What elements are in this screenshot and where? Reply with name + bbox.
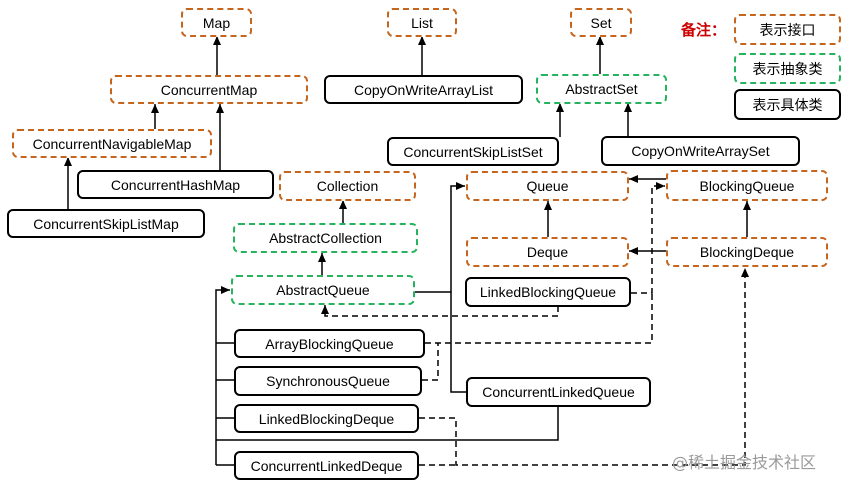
edge-arrayblocking-blockingqueue	[425, 293, 653, 344]
node-linked-blocking-deque: LinkedBlockingDeque	[234, 404, 419, 433]
node-concurrent-skip-list-map: ConcurrentSkipListMap	[7, 209, 205, 238]
node-concurrent-skip-list-set: ConcurrentSkipListSet	[387, 137, 559, 166]
edge-synchronous-blockingqueue	[422, 343, 439, 381]
node-linked-blocking-queue: LinkedBlockingQueue	[465, 277, 631, 307]
node-set: Set	[570, 8, 632, 37]
node-map: Map	[181, 8, 252, 37]
node-list: List	[387, 8, 457, 37]
node-synchronous-queue: SynchronousQueue	[234, 366, 422, 396]
edge-linkedqueue-queue	[450, 292, 466, 393]
node-copy-on-write-array-list: CopyOnWriteArrayList	[324, 75, 523, 104]
edge-linkedblockingdeque-blockingdeque	[419, 268, 749, 466]
legend-concrete: 表示具体类	[734, 89, 841, 120]
node-queue: Queue	[466, 171, 629, 201]
node-array-blocking-queue: ArrayBlockingQueue	[234, 329, 425, 358]
edge-linkedqueue-trunk	[216, 406, 559, 441]
edge-trunk-abstractqueue	[215, 286, 230, 465]
legend-interface: 表示接口	[734, 14, 841, 45]
node-abstract-queue: AbstractQueue	[231, 275, 415, 305]
edge-abstractqueue-queue	[415, 182, 465, 293]
watermark: @稀土掘金技术社区	[672, 453, 817, 472]
node-blocking-deque: BlockingDeque	[666, 237, 828, 267]
node-concurrent-navigable-map: ConcurrentNavigableMap	[12, 129, 212, 158]
node-concurrent-linked-queue: ConcurrentLinkedQueue	[466, 377, 651, 407]
edge-linkedblockingqueue-abstractqueue	[321, 305, 559, 317]
node-concurrent-linked-deque: ConcurrentLinkedDeque	[234, 451, 419, 480]
node-concurrent-hash-map: ConcurrentHashMap	[77, 170, 274, 199]
node-concurrent-map: ConcurrentMap	[110, 75, 308, 104]
node-blocking-queue: BlockingQueue	[666, 170, 828, 201]
edge-linkedblockingqueue-blockingqueue	[631, 182, 665, 294]
node-abstract-collection: AbstractCollection	[233, 223, 418, 253]
node-copy-on-write-array-set: CopyOnWriteArraySet	[601, 136, 800, 166]
node-abstract-set: AbstractSet	[536, 74, 667, 104]
node-deque: Deque	[466, 237, 629, 267]
node-collection: Collection	[279, 171, 416, 201]
legend-title: 备注：	[681, 21, 727, 39]
legend-abstract: 表示抽象类	[734, 53, 841, 84]
